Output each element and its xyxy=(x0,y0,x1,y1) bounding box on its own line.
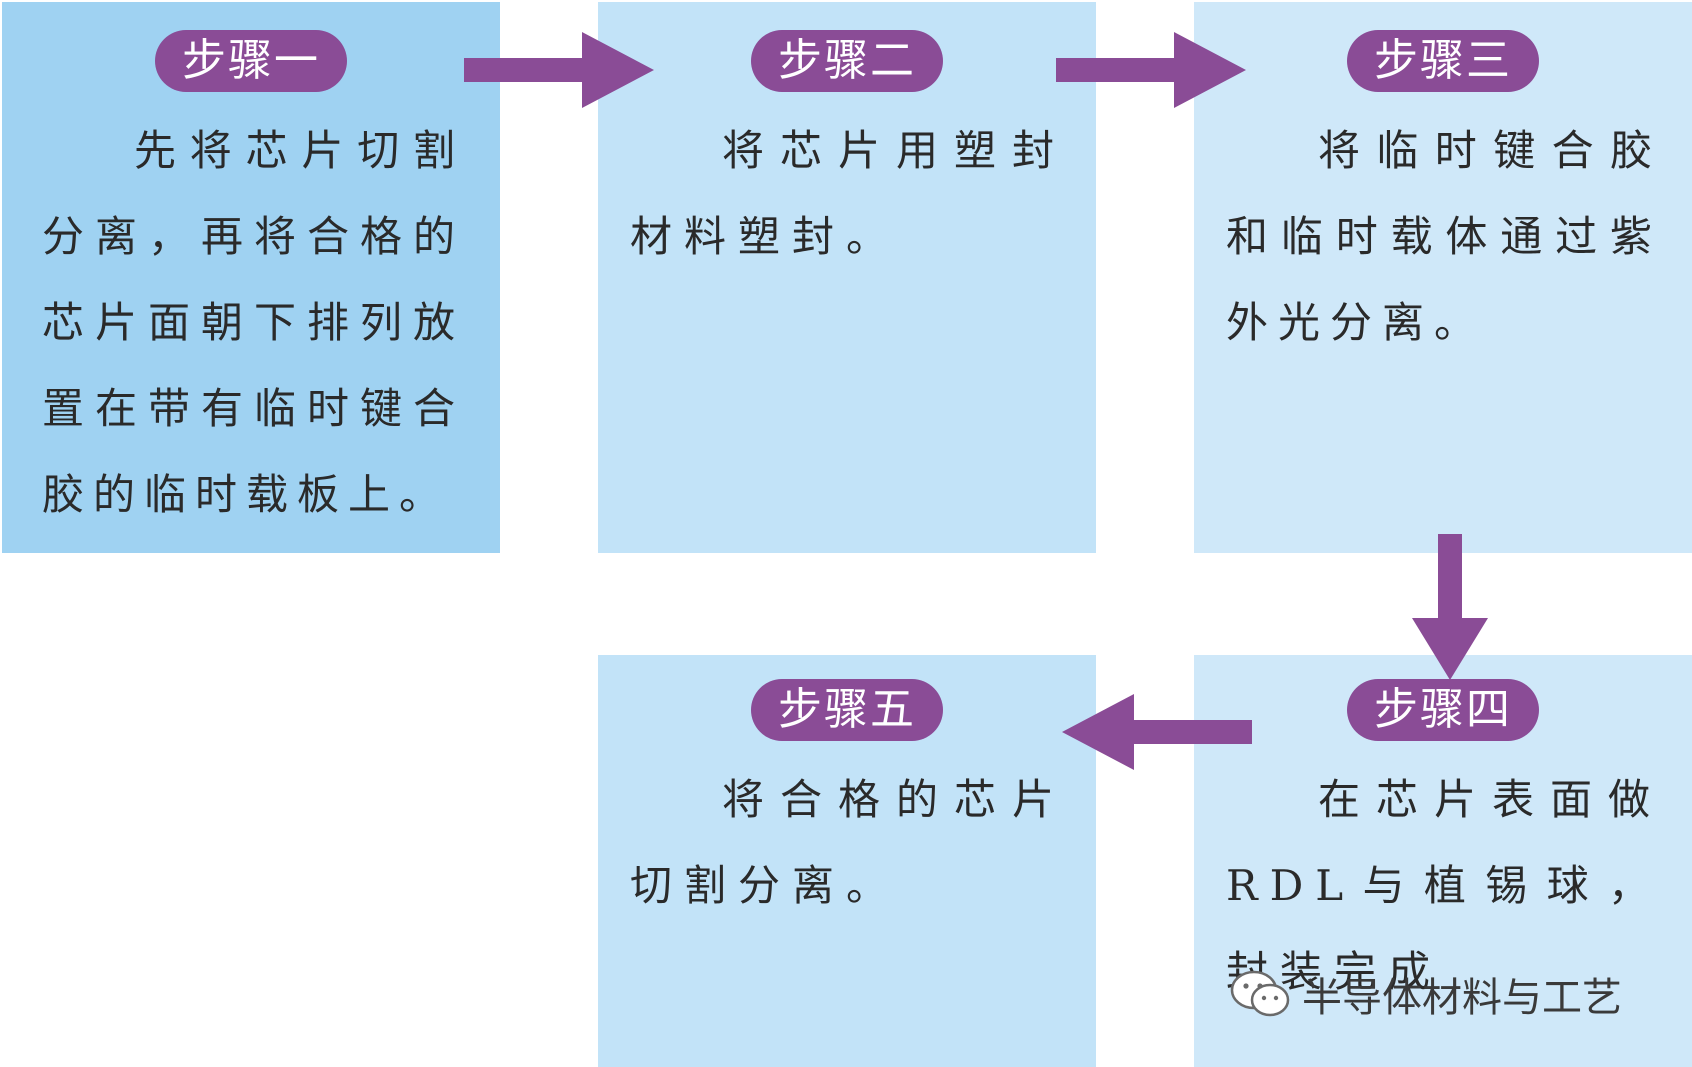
step-1-box: 步骤一 先将芯片切割分离，再将合格的芯片面朝下排列放置在带有临时键合胶的临时载板… xyxy=(2,2,500,553)
arrow-right-2-to-3 xyxy=(1056,32,1246,108)
wechat-icon xyxy=(1230,970,1290,1017)
arrow-left-4-to-5 xyxy=(1062,694,1252,770)
step-1-text: 先将芯片切割分离，再将合格的芯片面朝下排列放置在带有临时键合胶的临时载板上。 xyxy=(42,126,464,519)
step-2-text: 将芯片用塑封材料塑封。 xyxy=(630,126,1066,261)
step-5-text: 将合格的芯片切割分离。 xyxy=(630,775,1066,910)
step-5-box: 步骤五 将合格的芯片切割分离。 xyxy=(598,655,1096,1067)
step-1-title: 步骤一 xyxy=(155,30,347,92)
step-2-title: 步骤二 xyxy=(751,30,943,92)
step-2-box: 步骤二 将芯片用塑封材料塑封。 xyxy=(598,2,1096,553)
step-4-text: 在芯片表面做RDL与植锡球，封装完成 xyxy=(1226,775,1662,996)
step-3-text: 将临时键合胶和临时载体通过紫外光分离。 xyxy=(1226,126,1662,347)
step-3-title: 步骤三 xyxy=(1347,30,1539,92)
watermark: 半导体材料与工艺 xyxy=(1230,968,1622,1021)
step-3-box: 步骤三 将临时键合胶和临时载体通过紫外光分离。 xyxy=(1194,2,1692,553)
arrow-right-1-to-2 xyxy=(464,32,654,108)
watermark-text: 半导体材料与工艺 xyxy=(1302,975,1622,1021)
arrow-down-3-to-4 xyxy=(1412,534,1488,680)
step-5-title: 步骤五 xyxy=(751,679,943,741)
step-4-title: 步骤四 xyxy=(1347,679,1539,741)
